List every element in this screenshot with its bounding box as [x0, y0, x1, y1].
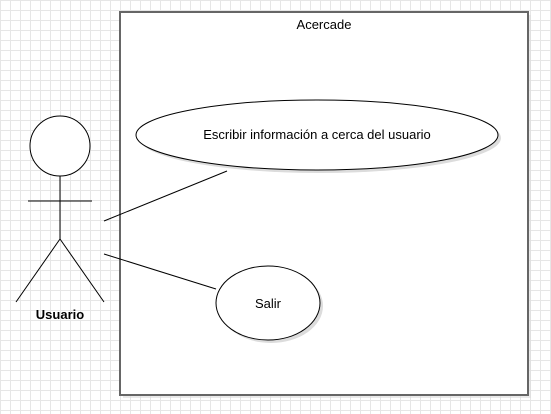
- system-boundary[interactable]: Acercade: [119, 11, 531, 398]
- association-line-uc1[interactable]: [103, 170, 228, 222]
- association-line-uc2[interactable]: [103, 253, 217, 290]
- actor-usuario[interactable]: Usuario: [15, 115, 105, 322]
- actor-head: [29, 115, 91, 177]
- actor-left-leg: [15, 238, 61, 303]
- use-case-ellipse: [135, 99, 499, 171]
- actor-label: Usuario: [36, 307, 84, 322]
- system-boundary-label: Acercade: [297, 17, 352, 32]
- actor-right-leg: [59, 238, 105, 303]
- use-case-ellipse: [215, 265, 321, 341]
- use-case-label: Salir: [255, 296, 282, 311]
- use-case-label: Escribir información a cerca del usuario: [203, 127, 431, 142]
- system-boundary-frame: [119, 11, 529, 396]
- use-case-escribir-informacion[interactable]: Escribir información a cerca del usuario: [135, 99, 501, 173]
- use-case-salir[interactable]: Salir: [215, 265, 323, 343]
